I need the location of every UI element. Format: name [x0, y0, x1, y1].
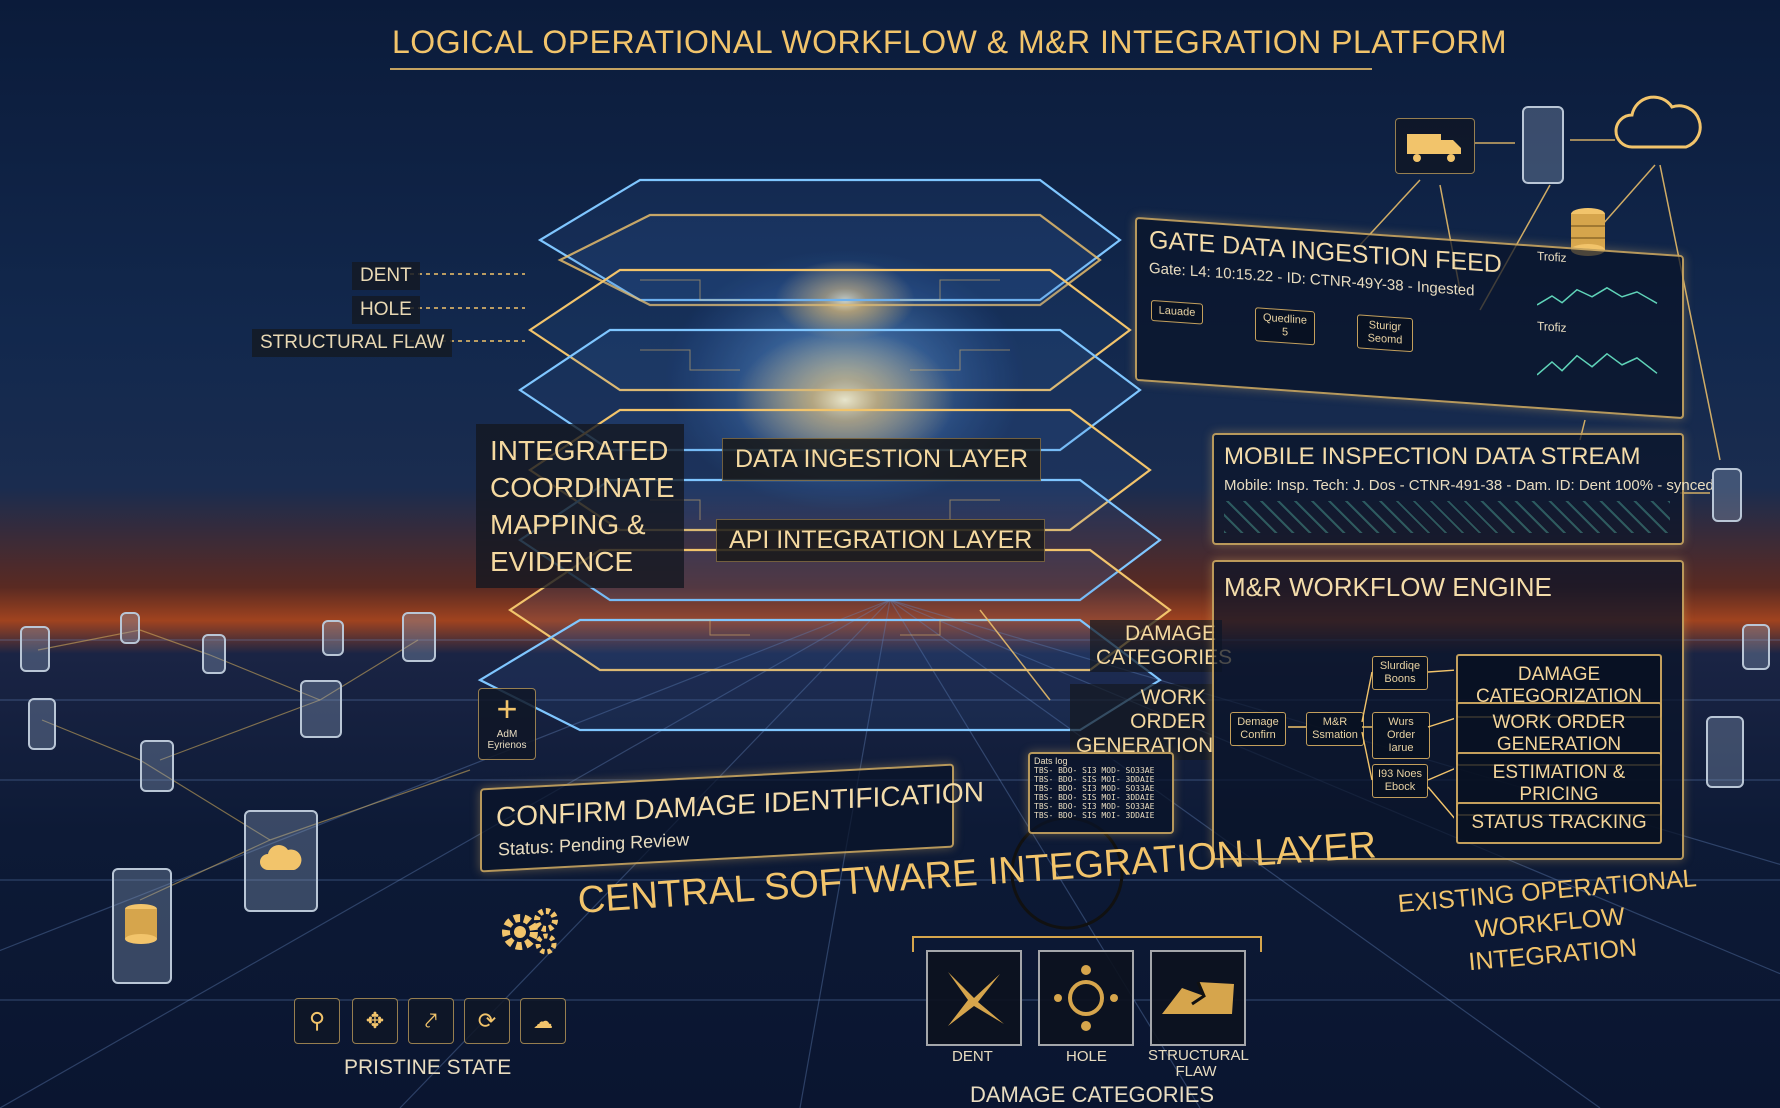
workflow-engine-panel: M&R WORKFLOW ENGINE Demage Confirn M&R S… — [1212, 560, 1684, 860]
data-log-row: TBS- BDO- SIS MOI- 3DDAIE — [1034, 775, 1155, 784]
confirm-status: Status: Pending Review — [498, 829, 690, 860]
damage-tile-label-dent: DENT — [952, 1048, 993, 1065]
data-log-row: TBS- BDO- SI3 MOD- SO33AE — [1034, 802, 1155, 811]
coordinate-mapping-label: INTEGRATED COORDINATE MAPPING & EVIDENCE — [476, 424, 684, 588]
wf-output-status-tracking: STATUS TRACKING — [1456, 802, 1662, 844]
page-title: LOGICAL OPERATIONAL WORKFLOW & M&R INTEG… — [392, 24, 1508, 60]
tablet-cloud-device — [244, 810, 318, 912]
data-log-panel: Dats Iog TBS- BDO- SI3 MOD- SO33AE TBS- … — [1028, 752, 1174, 834]
rotate-tool-icon[interactable]: ⟳ — [464, 998, 510, 1044]
damage-tile-label-hole: HOLE — [1066, 1048, 1107, 1065]
truck-icon — [1395, 118, 1475, 174]
wf-input-1: Demage Confirn — [1230, 712, 1286, 746]
damage-tile-structural-flaw[interactable] — [1150, 950, 1246, 1046]
mini-charts — [1537, 286, 1658, 376]
wf-mid-2: Wurs Order Iarue — [1372, 712, 1430, 759]
gate-feed-panel: GATE DATA INGESTION FEED Gate: L4: 10:15… — [1135, 216, 1684, 420]
gate-node-1: Lauade — [1151, 299, 1203, 325]
device-node — [1706, 716, 1744, 788]
device-node — [1742, 624, 1770, 670]
data-ingestion-layer-label: DATA INGESTION LAYER — [722, 438, 1042, 481]
device-node — [402, 612, 436, 662]
wf-connectors — [1288, 669, 1454, 819]
gate-node-3: Sturigr Seomd — [1357, 314, 1413, 353]
api-integration-layer-label: API INTEGRATION LAYER — [716, 519, 1046, 562]
add-evidence-button[interactable]: + AdM Eyrienos — [478, 688, 536, 760]
device-node — [20, 626, 50, 672]
stack-work-order-generation: WORK ORDER GENERATION — [1070, 684, 1213, 760]
left-label-dent: DENT — [352, 262, 420, 290]
zoom-tool-icon[interactable]: ⚲ — [294, 998, 340, 1044]
pristine-state-label: PRISTINE STATE — [344, 1056, 512, 1079]
device-node — [300, 680, 342, 738]
data-log-row: TBS- BDO- SI3 MOD- SO33AE — [1034, 784, 1155, 793]
left-label-structural-flaw: STRUCTURAL FLAW — [252, 329, 453, 357]
left-label-hole: HOLE — [352, 296, 420, 324]
wf-mid-3: I93 Noes Ebock — [1372, 764, 1428, 798]
mobile-stream-checks — [1224, 501, 1670, 533]
workflow-engine-title: M&R WORKFLOW ENGINE — [1224, 572, 1552, 602]
phone-database-device — [112, 868, 172, 984]
confirm-title: CONFIRM DAMAGE IDENTIFICATION — [496, 776, 984, 833]
phone-icon — [1522, 106, 1564, 184]
damage-tile-dent[interactable] — [926, 950, 1022, 1046]
mini-chart-1-title: Trofiz — [1537, 248, 1567, 265]
mobile-stream-title: MOBILE INSPECTION DATA STREAM — [1224, 443, 1641, 470]
wf-mid-1: Slurdiqe Boons — [1372, 656, 1428, 690]
damage-tile-label-structural-flaw: STRUCTURAL FLAW — [1148, 1047, 1249, 1080]
phone-icon-right — [1712, 468, 1742, 522]
plus-icon: + — [496, 688, 518, 729]
data-log-row: TBS- BDO- SIS MOI- 3DDAIE — [1034, 811, 1155, 820]
move-tool-icon[interactable]: ✥ — [352, 998, 398, 1044]
cloud-icon — [1612, 92, 1702, 159]
mobile-stream-status: Mobile: Insp. Tech: J. Dos - CTNR-491-38… — [1224, 477, 1714, 494]
add-evidence-label: AdM Eyrienos — [487, 729, 527, 751]
device-node — [322, 620, 344, 656]
device-node — [28, 698, 56, 750]
cloud-tool-icon[interactable]: ☁ — [520, 998, 566, 1044]
data-log-row: TBS- BDO- SI3 MOD- SO33AE — [1034, 766, 1155, 775]
title-underline — [390, 68, 1372, 70]
expand-tool-icon[interactable]: ⤤ — [408, 998, 454, 1044]
wf-input-2: M&R Ssmation — [1306, 712, 1364, 746]
device-node — [140, 740, 174, 792]
gate-node-2: Quedline 5 — [1255, 307, 1315, 346]
damage-categories-footer: DAMAGE CATEGORIES — [970, 1082, 1215, 1107]
damage-tiles-header-bar — [912, 936, 1262, 952]
mobile-stream-panel: MOBILE INSPECTION DATA STREAM Mobile: In… — [1212, 433, 1714, 545]
gear-icon — [498, 902, 562, 963]
device-node — [202, 634, 226, 674]
damage-tile-hole[interactable] — [1038, 950, 1134, 1046]
data-log-title: Dats Iog — [1034, 756, 1068, 766]
device-node — [120, 612, 140, 644]
stack-damage-categories: DAMAGE CATEGORIES — [1090, 620, 1232, 672]
data-log-row: TBS- BDO- SIS MOI- 3DDAIE — [1034, 793, 1155, 802]
